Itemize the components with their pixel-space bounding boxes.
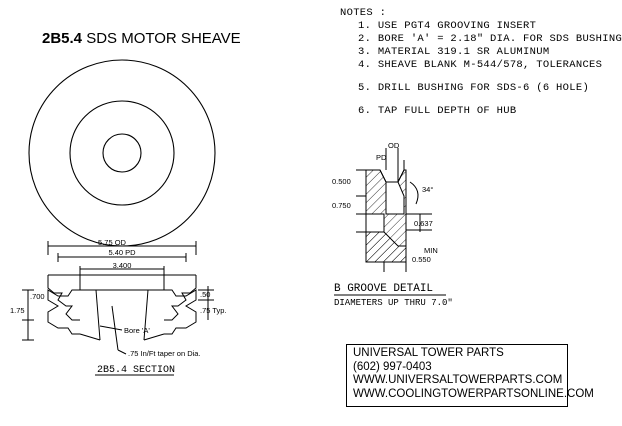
groove-subcaption: DIAMETERS UP THRU 7.0" bbox=[334, 298, 453, 308]
groove-bottom-label: 0.550 bbox=[412, 255, 431, 264]
groove-min-label: MIN bbox=[424, 246, 438, 255]
sheave-top-view bbox=[28, 59, 216, 247]
taper-label: .75 In/Ft taper on Dia. bbox=[128, 349, 201, 358]
notes-header: NOTES : bbox=[340, 7, 387, 19]
outer-diameter-circle bbox=[28, 59, 216, 247]
note-item: 5. DRILL BUSHING FOR SDS-6 (6 HOLE) bbox=[358, 82, 590, 94]
website-link-1[interactable]: WWW.UNIVERSALTOWERPARTS.COM bbox=[353, 374, 563, 386]
groove-od-label: OD bbox=[388, 141, 400, 150]
note-item: 6. TAP FULL DEPTH OF HUB bbox=[358, 105, 517, 117]
title-model: 2B5.4 bbox=[42, 30, 83, 47]
bore-label: Bore 'A' bbox=[124, 326, 150, 335]
note-item: 4. SHEAVE BLANK M-544/578, TOLERANCES bbox=[358, 59, 603, 71]
groove-angle-label: 34° bbox=[422, 185, 433, 194]
pd-dimension-label: 5.40 PD bbox=[108, 248, 136, 257]
website-link-2[interactable]: WWW.COOLINGTOWERPARTSONLINE.COM bbox=[353, 387, 594, 400]
od-dimension-label: 5.75 OD bbox=[98, 238, 127, 247]
phone-number: (602) 997-0403 bbox=[353, 360, 432, 373]
drawing-title: 2B5.4 SDS MOTOR SHEAVE bbox=[42, 30, 241, 47]
groove-mid-label: 0.750 bbox=[332, 201, 351, 210]
typ-dimension-label: .75 Typ. bbox=[200, 306, 227, 315]
hub-circle bbox=[69, 100, 175, 206]
note-item: 1. USE PGT4 GROOVING INSERT bbox=[358, 20, 537, 32]
groove-detail bbox=[356, 148, 432, 272]
title-description: SDS MOTOR SHEAVE bbox=[86, 30, 241, 47]
hub-dimension-label: 3.400 bbox=[113, 261, 132, 270]
total-height-label: 1.75 bbox=[10, 306, 25, 315]
note-item: 2. BORE 'A' = 2.18" DIA. FOR SDS BUSHING bbox=[358, 33, 622, 45]
section-caption: 2B5.4 SECTION bbox=[97, 365, 175, 376]
bore-circle bbox=[102, 133, 142, 173]
contact-box: UNIVERSAL TOWER PARTS (602) 997-0403 WWW… bbox=[346, 344, 594, 407]
groove-top-label: 0.500 bbox=[332, 177, 351, 186]
left-height-label: .700 bbox=[30, 292, 45, 301]
right-height-label: .50 bbox=[200, 290, 210, 299]
sheave-section-view bbox=[22, 241, 214, 355]
groove-caption: B GROOVE DETAIL bbox=[334, 283, 433, 295]
notes-block: NOTES : 1. USE PGT4 GROOVING INSERT 2. B… bbox=[340, 7, 622, 118]
groove-depth-label: 0.637 bbox=[414, 219, 433, 228]
company-name: UNIVERSAL TOWER PARTS bbox=[353, 347, 504, 359]
groove-pd-label: PD bbox=[376, 153, 387, 162]
note-item: 3. MATERIAL 319.1 SR ALUMINUM bbox=[358, 46, 550, 58]
technical-drawing: 5.75 OD 5.40 PD 3.400 .700 1.75 .50 .75 … bbox=[10, 59, 453, 376]
